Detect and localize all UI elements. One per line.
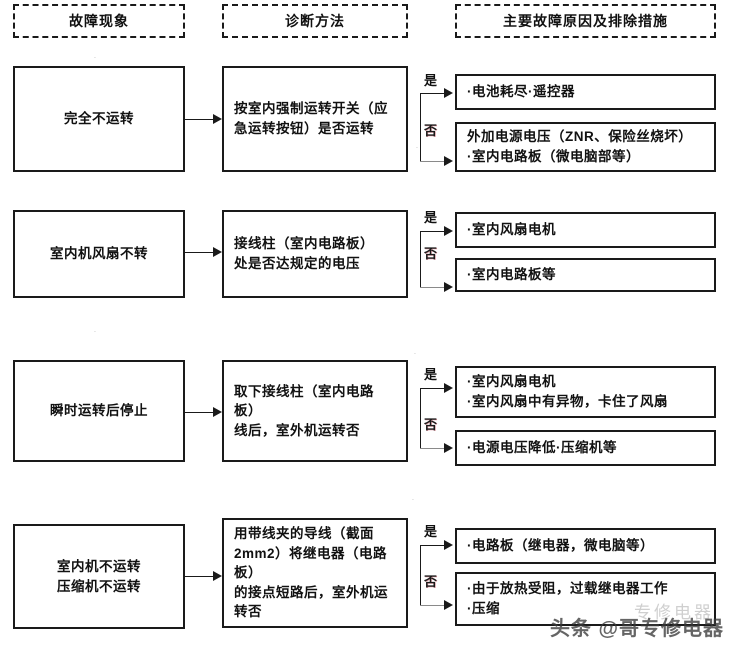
branch-stem-1 bbox=[420, 93, 421, 162]
arrowhead bbox=[213, 247, 222, 257]
branch-no-line-3 bbox=[420, 448, 448, 449]
diagnosis-box-2: 接线柱（室内电路板） 处是否达规定的电压 bbox=[222, 210, 408, 298]
arrowhead bbox=[213, 571, 222, 581]
branch-label-no-1: 否 bbox=[424, 123, 438, 138]
branch-stem-4 bbox=[420, 545, 421, 606]
watermark-text: 头条 @哥专修电器 bbox=[549, 618, 724, 640]
symptom-box-3-text: 瞬时运转后停止 bbox=[50, 403, 148, 419]
branch-yes-line-1 bbox=[420, 93, 448, 94]
cause-box-2-yes: ·室内风扇电机 bbox=[455, 212, 716, 248]
column-header-diagnosis-label: 诊断方法 bbox=[285, 13, 345, 29]
branch-no-line-4 bbox=[420, 605, 448, 606]
cause-box-1-no-text: 外加电源电压（ZNR、保险丝烧坏） ·室内电路板（微电脑部等） bbox=[467, 129, 693, 164]
cause-box-4-yes-text: ·电路板（继电器，微电脑等） bbox=[467, 538, 654, 554]
cause-box-3-no: ·电源电压降低·压缩机等 bbox=[455, 430, 716, 466]
scan-speck: ˙ bbox=[94, 56, 97, 65]
column-header-symptom: 故障现象 bbox=[13, 4, 185, 38]
cause-box-1-yes: ·电池耗尽·遥控器 bbox=[455, 74, 716, 110]
cause-box-2-no-text: ·室内电路板等 bbox=[467, 267, 556, 283]
cause-box-4-no-text: ·由于放热受阻，过载继电器工作 ·压缩 bbox=[467, 581, 668, 616]
cause-box-3-yes: ·室内风扇电机 ·室内风扇中有异物，卡住了风扇 bbox=[455, 366, 716, 418]
cause-box-1-no: 外加电源电压（ZNR、保险丝烧坏） ·室内电路板（微电脑部等） bbox=[455, 122, 716, 172]
branch-no-line-1 bbox=[420, 161, 448, 162]
symptom-box-4-text: 室内机不运转 压缩机不运转 bbox=[57, 558, 141, 594]
branch-label-yes-4: 是 bbox=[424, 524, 438, 539]
branch-label-no-4: 否 bbox=[424, 574, 438, 589]
watermark-ghost: 专修电器 bbox=[634, 603, 714, 622]
arrowhead bbox=[444, 443, 453, 453]
cause-box-3-yes-text: ·室内风扇电机 ·室内风扇中有异物，卡住了风扇 bbox=[467, 374, 668, 409]
scan-speck: ˙ bbox=[416, 146, 419, 155]
symptom-box-4: 室内机不运转 压缩机不运转 bbox=[13, 524, 185, 629]
branch-label-yes-2: 是 bbox=[424, 210, 438, 225]
column-header-causes: 主要故障原因及排除措施 bbox=[455, 4, 716, 38]
scan-speck: ˙ bbox=[94, 330, 97, 339]
column-header-diagnosis: 诊断方法 bbox=[222, 4, 408, 38]
branch-stem-2 bbox=[420, 231, 421, 288]
connector-symptom-to-diagnosis-4 bbox=[185, 576, 217, 577]
diagnosis-box-1: 按室内强制运转开关（应 急运转按钮）是否运转 bbox=[222, 66, 408, 172]
column-header-causes-label: 主要故障原因及排除措施 bbox=[503, 13, 668, 29]
arrowhead bbox=[444, 383, 453, 393]
branch-label-yes-1: 是 bbox=[424, 73, 438, 88]
connector-symptom-to-diagnosis-1 bbox=[185, 119, 217, 120]
symptom-box-1-text: 完全不运转 bbox=[64, 111, 134, 127]
cause-box-1-yes-text: ·电池耗尽·遥控器 bbox=[467, 84, 575, 100]
diagnosis-box-4: 用带线夹的导线（截面 2mm2）将继电器（电路板） 的接点短路后，室外机运 转否 bbox=[222, 518, 408, 628]
arrowhead bbox=[444, 540, 453, 550]
symptom-box-2-text: 室内机风扇不转 bbox=[50, 246, 148, 262]
diagnosis-box-1-text: 按室内强制运转开关（应 急运转按钮）是否运转 bbox=[234, 101, 388, 136]
connector-symptom-to-diagnosis-3 bbox=[185, 412, 217, 413]
diagnosis-box-2-text: 接线柱（室内电路板） 处是否达规定的电压 bbox=[234, 236, 374, 271]
cause-box-4-no: ·由于放热受阻，过载继电器工作 ·压缩 bbox=[455, 572, 716, 626]
cause-box-2-no: ·室内电路板等 bbox=[455, 258, 716, 292]
arrowhead bbox=[444, 226, 453, 236]
symptom-box-2: 室内机风扇不转 bbox=[13, 210, 185, 298]
diagnosis-box-4-text: 用带线夹的导线（截面 2mm2）将继电器（电路板） 的接点短路后，室外机运 转否 bbox=[234, 526, 388, 620]
branch-label-yes-3: 是 bbox=[424, 367, 438, 382]
diagnosis-box-3-text: 取下接线柱（室内电路板） 线后，室外机运转否 bbox=[234, 383, 374, 438]
diagnosis-box-3: 取下接线柱（室内电路板） 线后，室外机运转否 bbox=[222, 360, 408, 462]
arrowhead bbox=[213, 114, 222, 124]
column-header-symptom-label: 故障现象 bbox=[69, 13, 129, 29]
connector-symptom-to-diagnosis-2 bbox=[185, 252, 217, 253]
branch-label-no-3: 否 bbox=[424, 417, 438, 432]
arrowhead bbox=[444, 282, 453, 292]
arrowhead bbox=[444, 156, 453, 166]
arrowhead bbox=[444, 88, 453, 98]
symptom-box-1: 完全不运转 bbox=[13, 66, 185, 172]
branch-yes-line-4 bbox=[420, 545, 448, 546]
cause-box-3-no-text: ·电源电压降低·压缩机等 bbox=[467, 440, 617, 456]
cause-box-2-yes-text: ·室内风扇电机 bbox=[467, 222, 556, 238]
symptom-box-3: 瞬时运转后停止 bbox=[13, 360, 185, 462]
branch-yes-line-3 bbox=[420, 388, 448, 389]
arrowhead bbox=[444, 600, 453, 610]
branch-no-line-2 bbox=[420, 287, 448, 288]
branch-stem-3 bbox=[420, 388, 421, 449]
scan-speck: ˙ bbox=[412, 498, 415, 507]
arrowhead bbox=[213, 407, 222, 417]
branch-label-no-2: 否 bbox=[424, 246, 438, 261]
scan-speck: ˙ bbox=[414, 352, 417, 361]
cause-box-4-yes: ·电路板（继电器，微电脑等） bbox=[455, 528, 716, 564]
branch-yes-line-2 bbox=[420, 231, 448, 232]
